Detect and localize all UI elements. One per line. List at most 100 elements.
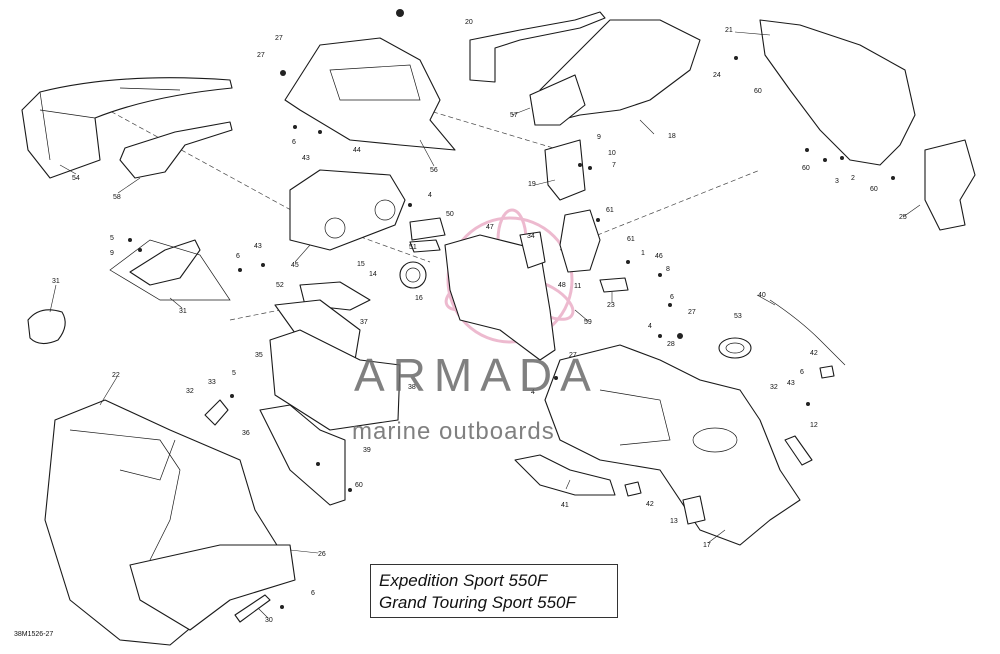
part-13-pad[interactable]: [682, 495, 706, 525]
callout-9b: 9: [597, 134, 601, 141]
callout-3: 3: [835, 178, 839, 185]
callout-13: 13: [670, 518, 678, 525]
part-31-mirror[interactable]: [27, 239, 231, 345]
part-54-upper-cowl[interactable]: [21, 77, 233, 179]
part-35-panel[interactable]: [269, 329, 401, 431]
part-57-side-shroud[interactable]: [529, 74, 586, 126]
part-20-trim[interactable]: [469, 11, 606, 83]
callout-60c: 60: [802, 165, 810, 172]
part-61-module[interactable]: [559, 209, 629, 293]
callout-41: 41: [561, 502, 569, 509]
part-42-pad[interactable]: [624, 365, 835, 497]
hardware-screws: [128, 9, 895, 609]
callout-9: 9: [110, 250, 114, 257]
part-21-right-panel[interactable]: [759, 19, 916, 166]
callout-60: 60: [355, 482, 363, 489]
callout-27d: 27: [569, 352, 577, 359]
callout-2: 2: [851, 175, 855, 182]
watermark-subtitle: marine outboards: [352, 418, 555, 445]
model-name-1: Expedition Sport 550F: [379, 571, 548, 590]
diagram-reference-code: 38M1526-27: [14, 631, 54, 638]
callout-1: 1: [641, 250, 645, 257]
callout-20: 20: [465, 19, 473, 26]
callout-57: 57: [510, 112, 518, 119]
callout-48: 48: [558, 282, 566, 289]
callout-51: 51: [409, 244, 417, 251]
callout-12: 12: [810, 422, 818, 429]
callout-58: 58: [113, 194, 121, 201]
callout-32b: 32: [770, 384, 778, 391]
callout-44: 44: [353, 147, 361, 154]
callout-16: 16: [415, 295, 423, 302]
callout-26: 26: [318, 551, 326, 558]
part-50-51-plates[interactable]: [409, 217, 446, 253]
model-label-box: Expedition Sport 550F Grand Touring Spor…: [370, 564, 618, 618]
part-32-clip[interactable]: [204, 399, 229, 426]
part-58-bracket[interactable]: [119, 121, 233, 179]
callout-11: 11: [574, 283, 581, 290]
part-41-trim[interactable]: [514, 454, 616, 496]
callout-42: 42: [810, 350, 818, 357]
callout-27: 27: [275, 35, 283, 42]
callout-7: 7: [612, 162, 616, 169]
callout-35: 35: [255, 352, 263, 359]
callout-19: 19: [528, 181, 536, 188]
leader-lines: [49, 31, 921, 619]
callout-28: 28: [667, 341, 675, 348]
callout-30: 30: [265, 617, 273, 624]
callout-22: 22: [112, 372, 120, 379]
callout-4: 4: [428, 192, 432, 199]
callout-59: 59: [584, 319, 592, 326]
part-19-bracket[interactable]: [544, 139, 586, 201]
callout-24: 24: [713, 72, 721, 79]
callout-14: 14: [369, 271, 377, 278]
callout-46: 46: [655, 253, 663, 260]
model-name-2: Grand Touring Sport 550F: [379, 593, 576, 612]
callout-45: 45: [291, 262, 299, 269]
callout-54: 54: [72, 175, 80, 182]
callout-37: 37: [360, 319, 368, 326]
callout-10: 10: [608, 150, 616, 157]
callout-47: 47: [486, 224, 494, 231]
callout-56: 56: [430, 167, 438, 174]
callout-6c: 6: [311, 590, 315, 597]
callout-52: 52: [276, 282, 284, 289]
part-30-strip[interactable]: [234, 594, 271, 623]
callout-31: 31: [52, 278, 60, 285]
callout-61: 61: [606, 207, 614, 214]
callout-34: 34: [527, 233, 535, 240]
part-36-side-panel[interactable]: [259, 404, 346, 506]
callout-50: 50: [446, 211, 454, 218]
callout-27b: 27: [257, 52, 265, 59]
callout-6: 6: [292, 139, 296, 146]
watermark-title: ARMADA: [354, 349, 599, 401]
callout-6b: 6: [236, 253, 240, 260]
part-53-fuel-cap[interactable]: [718, 337, 752, 359]
callout-43: 43: [302, 155, 310, 162]
callout-43b: 43: [254, 243, 262, 250]
callout-21: 21: [725, 27, 733, 34]
part-25-rear-piece[interactable]: [924, 139, 976, 231]
callout-39: 39: [363, 447, 371, 454]
part-26-lower-cover[interactable]: [129, 544, 296, 631]
callout-60d: 60: [870, 186, 878, 193]
callout-25: 25: [899, 214, 907, 221]
part-34-bracket[interactable]: [519, 231, 546, 269]
part-16-gauge[interactable]: [399, 261, 427, 289]
callout-5: 5: [110, 235, 114, 242]
callout-6e: 6: [800, 369, 804, 376]
part-40-cable[interactable]: [769, 299, 846, 366]
callout-53: 53: [734, 313, 742, 320]
part-44-headlight[interactable]: [289, 169, 406, 251]
callout-4b: 4: [648, 323, 652, 330]
callout-5b: 5: [232, 370, 236, 377]
callout-31b: 31: [179, 308, 187, 315]
callout-60b: 60: [754, 88, 762, 95]
part-17-tank-cover[interactable]: [544, 344, 801, 546]
part-56-headlight-shroud[interactable]: [284, 37, 456, 151]
part-12-pad[interactable]: [784, 435, 813, 466]
callout-43c: 43: [787, 380, 795, 387]
callout-61b: 61: [627, 236, 635, 243]
